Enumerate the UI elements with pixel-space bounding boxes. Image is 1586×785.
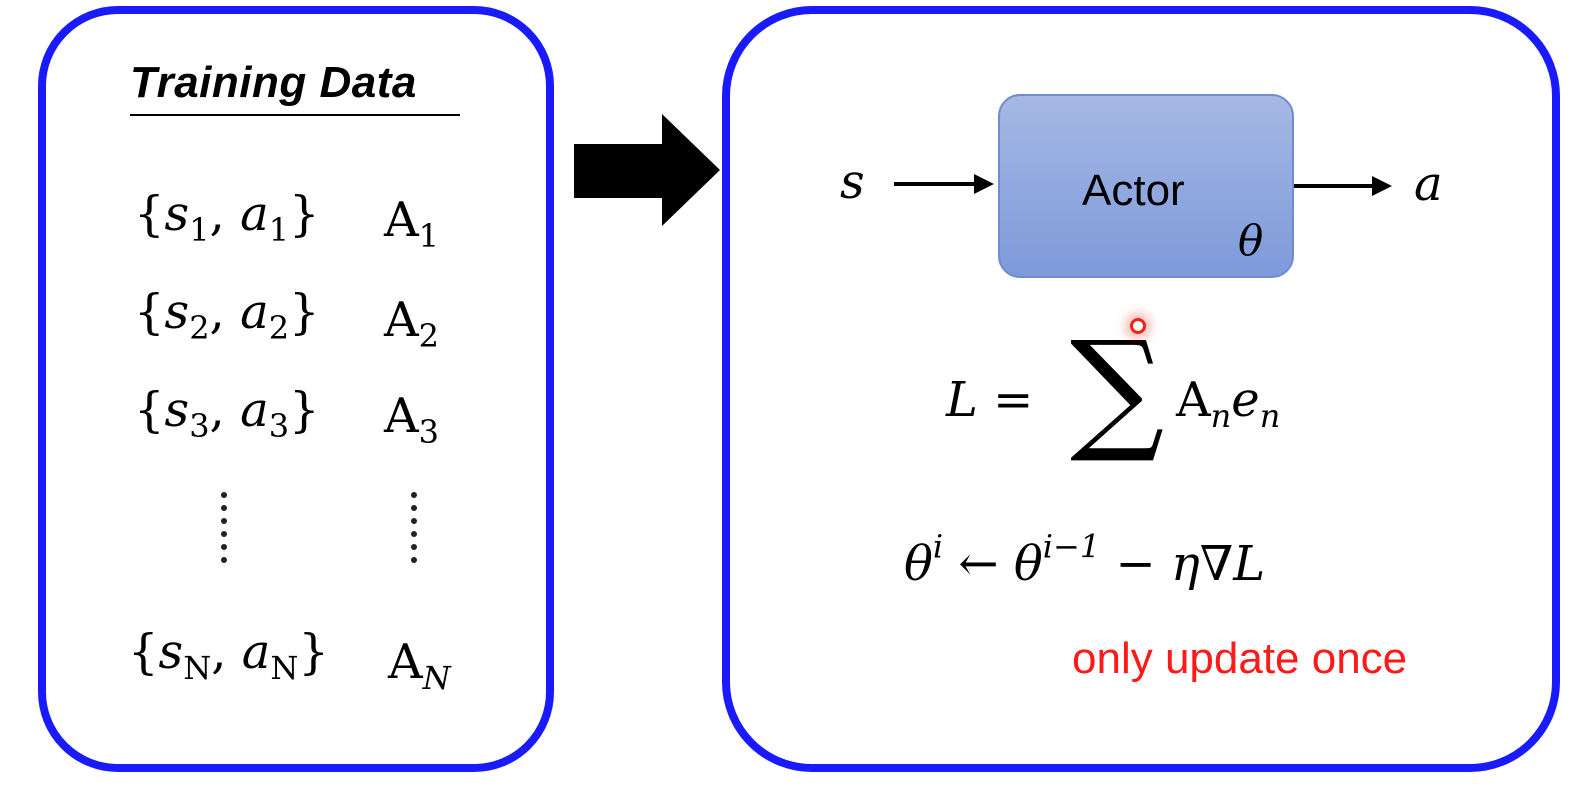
actor-label: Actor (1082, 166, 1185, 215)
update-note: only update once (1072, 634, 1408, 683)
training-data-title: Training Data (130, 58, 417, 107)
pair-2: {s2, a2} (134, 284, 320, 348)
advantage-2: A2 (384, 292, 440, 356)
vertical-ellipsis-left (221, 492, 227, 570)
right-arrow-icon (574, 114, 720, 226)
sum-symbol: ∑ (1070, 313, 1165, 467)
actor-parameter: θ (1238, 216, 1264, 265)
loss-lhs: L = (946, 372, 1034, 428)
loss-terms: Anen (1176, 372, 1281, 436)
pair-n: {sN, aN} (128, 624, 329, 688)
actor-box (998, 94, 1294, 278)
output-arrow-head-icon (1372, 176, 1392, 196)
pair-3: {s3, a3} (134, 382, 320, 446)
output-action-label: a (1414, 156, 1443, 212)
output-arrow-shaft (1294, 184, 1374, 188)
input-arrow-shaft (894, 182, 976, 186)
cursor-dot-icon (1130, 318, 1146, 334)
update-rule: θi ← θi−1 − η∇L (904, 527, 1266, 592)
input-arrow-head-icon (974, 174, 994, 194)
pair-1: {s1, a1} (134, 186, 320, 250)
advantage-3: A3 (384, 388, 440, 452)
advantage-n: AN (388, 634, 451, 698)
vertical-ellipsis-right (411, 492, 417, 570)
input-state-label: s (840, 154, 865, 210)
title-underline (130, 114, 460, 116)
advantage-1: A1 (384, 192, 440, 256)
training-data-panel (38, 6, 554, 772)
